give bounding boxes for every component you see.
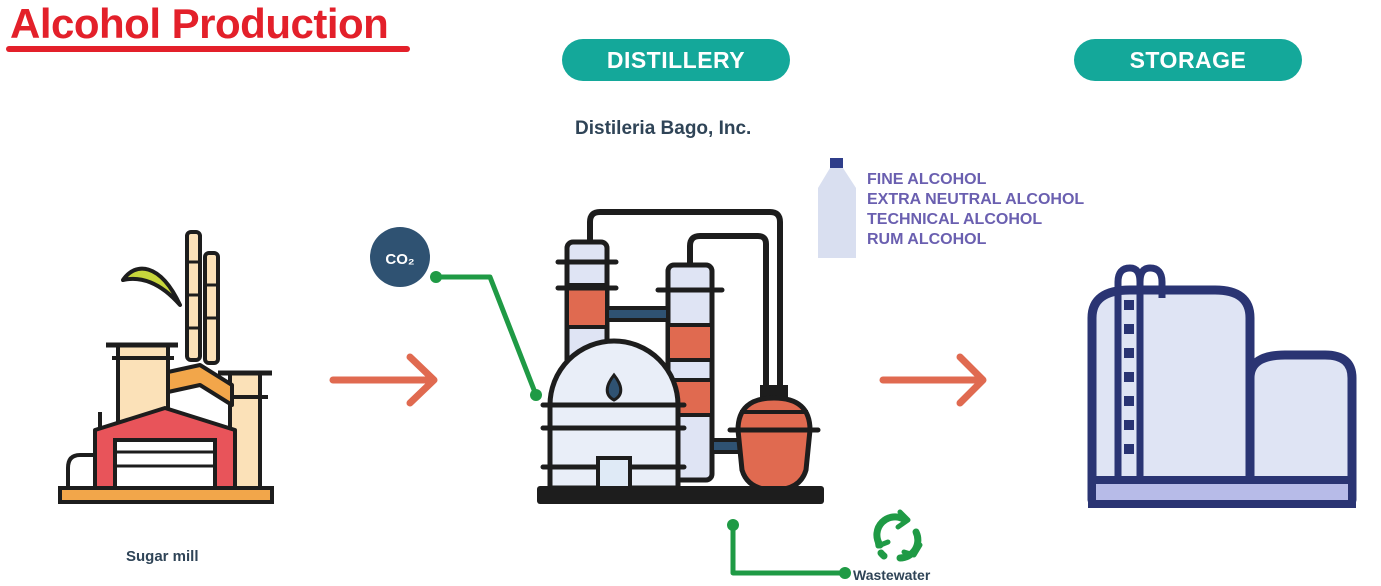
wastewater-pipe [730,525,845,576]
co2-label: CO₂ [385,250,415,268]
co2-circle [370,227,430,287]
product-list: FINE ALCOHOL EXTRA NEUTRAL ALCOHOL TECHN… [867,170,1084,250]
arrow-right-icon [879,353,987,407]
storage-tank-icon [1087,264,1357,508]
product-item: FINE ALCOHOL [867,171,987,188]
product-item: TECHNICAL ALCOHOL [867,211,1043,228]
product-item: EXTRA NEUTRAL ALCOHOL [867,191,1085,208]
co2-pipe [436,274,539,396]
distillery-stage-pill: DISTILLERY [562,39,790,81]
title-underline [6,46,410,52]
wastewater-label: Wastewater [853,567,931,583]
arrow-right-icon [329,353,438,407]
sugar-mill-label: Sugar mill [126,548,199,565]
bottle-icon [818,158,856,258]
storage-stage-pill: STORAGE [1074,39,1302,81]
sugar-mill-icon [58,230,274,504]
company-name: Distileria Bago, Inc. [575,118,752,139]
distillery-icon [537,209,824,504]
recycle-icon [873,509,923,562]
product-item: RUM ALCOHOL [867,231,987,248]
page-title: Alcohol Production [10,0,389,47]
